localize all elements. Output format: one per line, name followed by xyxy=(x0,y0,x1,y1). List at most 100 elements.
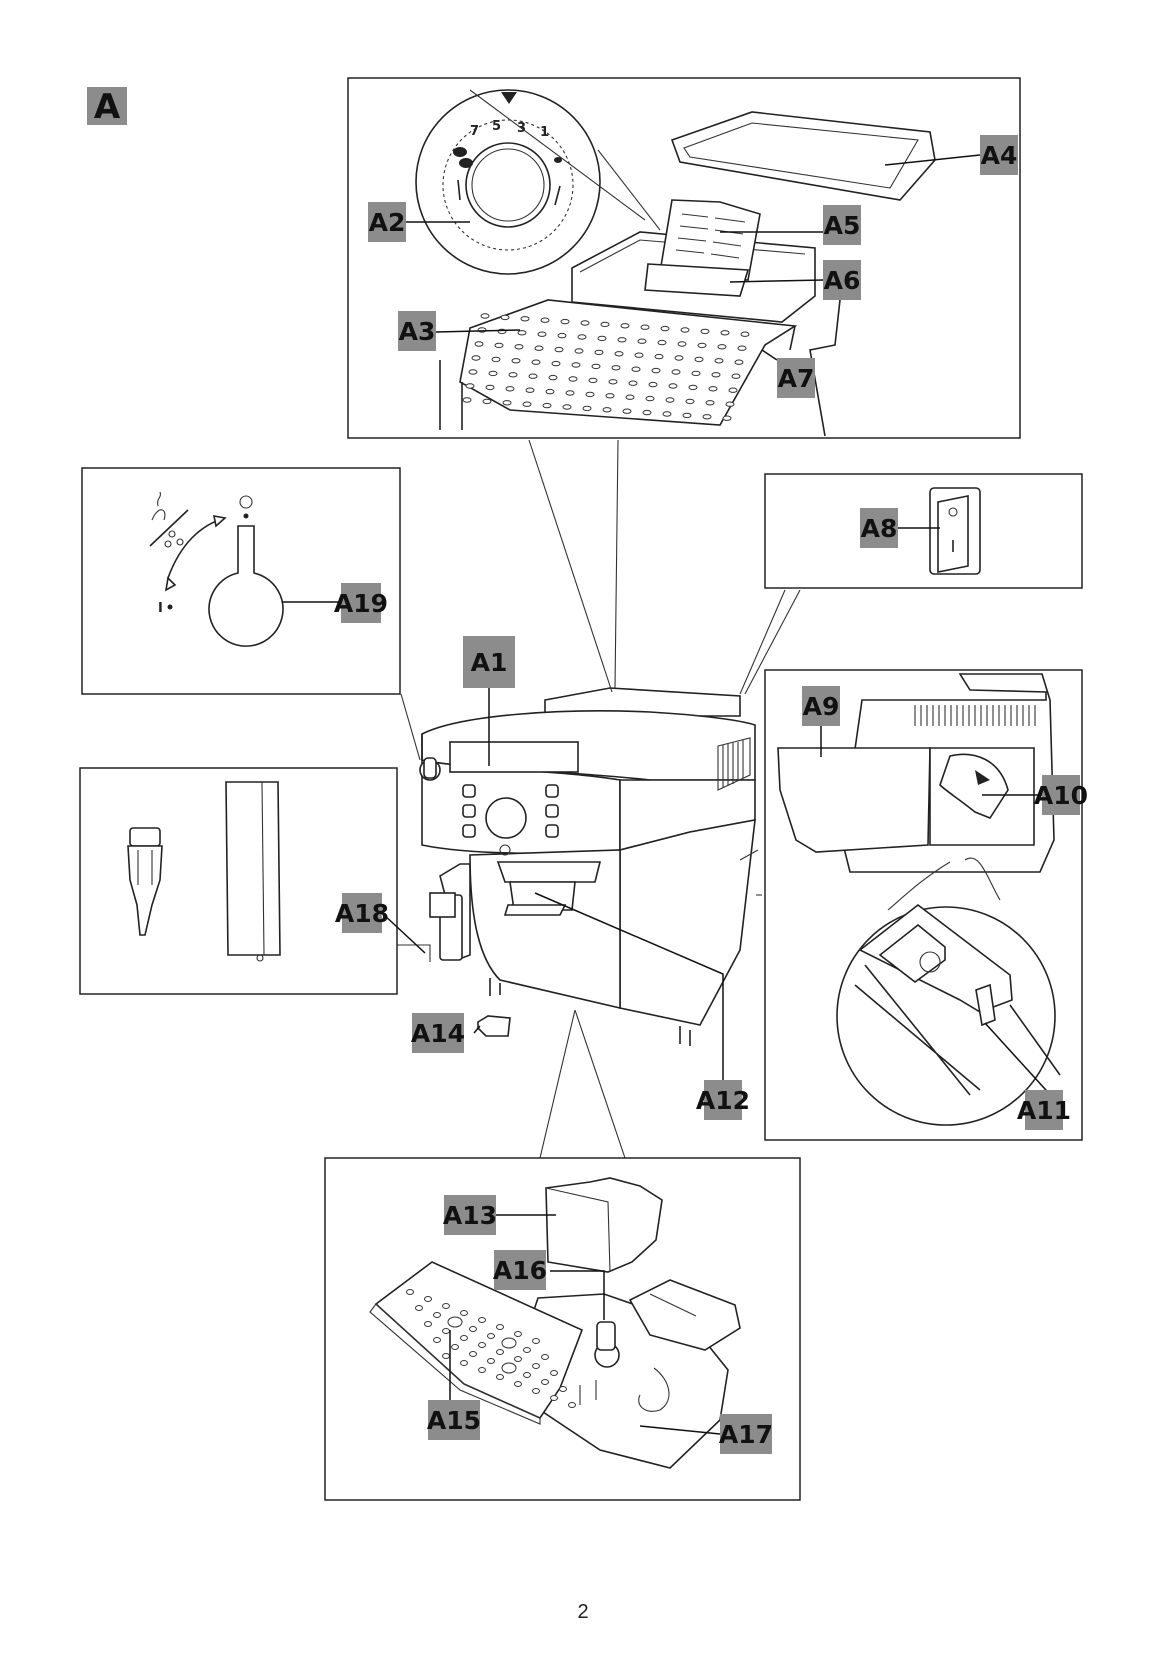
tray-hole xyxy=(674,355,684,361)
grid-hole xyxy=(514,1381,522,1387)
tray-hole xyxy=(485,384,495,391)
tray-hole xyxy=(551,360,561,367)
tray-hole xyxy=(702,414,712,420)
tray-hole xyxy=(462,397,472,403)
tray-hole xyxy=(680,327,690,333)
tray-hole xyxy=(517,330,527,336)
tray-hole xyxy=(502,400,512,406)
tray-hole xyxy=(602,407,612,413)
grid-hole xyxy=(523,1347,531,1353)
tray-hole xyxy=(677,341,687,347)
grid-hole xyxy=(415,1305,423,1311)
tray-hole xyxy=(500,314,510,321)
grid-hole xyxy=(541,1379,549,1385)
grid-hole xyxy=(496,1374,504,1380)
cup-warmer-lid-illustration xyxy=(670,111,936,201)
tray-hole xyxy=(597,335,607,342)
tray-hole xyxy=(614,351,624,357)
grid-hole xyxy=(478,1342,486,1348)
tray-hole xyxy=(542,402,552,409)
on-symbol: I xyxy=(158,601,163,616)
tray-hole xyxy=(737,345,747,351)
tray-hole xyxy=(734,359,744,365)
tray-hole xyxy=(582,405,592,412)
grid-hole xyxy=(469,1351,477,1357)
label-a6: A6 xyxy=(823,260,861,300)
tray-hole xyxy=(580,320,590,326)
label-a5: A5 xyxy=(823,205,861,245)
tray-hole xyxy=(662,411,672,417)
tray-hole xyxy=(685,398,695,405)
steam-wand-parts-panel xyxy=(79,767,398,995)
label-a16: A16 xyxy=(493,1250,547,1290)
tray-hole xyxy=(697,342,707,349)
svg-text:A10: A10 xyxy=(1034,781,1088,810)
tray-hole xyxy=(591,363,601,370)
dial-number: 7 xyxy=(470,124,479,139)
grind-dial-illustration: 7 5 3 1 xyxy=(415,89,661,275)
svg-text:A11: A11 xyxy=(1017,1096,1071,1125)
grid-hole xyxy=(442,1353,450,1359)
label-a3: A3 xyxy=(398,311,436,351)
grid-hole xyxy=(501,1362,517,1374)
tray-hole xyxy=(574,348,584,354)
label-a10: A10 xyxy=(1034,775,1088,815)
page-number: 2 xyxy=(577,1601,588,1623)
grid-hole xyxy=(478,1317,486,1323)
grid-hole xyxy=(550,1370,558,1376)
steam-symbol-icon xyxy=(149,491,189,548)
tray-hole xyxy=(694,356,704,363)
label-a8: A8 xyxy=(860,508,898,548)
tray-hole xyxy=(600,321,610,328)
tray-hole xyxy=(645,395,655,402)
tray-hole xyxy=(640,324,650,330)
svg-text:A3: A3 xyxy=(399,317,436,346)
tray-hole xyxy=(608,379,618,385)
tray-hole xyxy=(631,366,641,372)
tray-hole xyxy=(660,325,670,332)
label-a13: A13 xyxy=(443,1195,497,1235)
svg-text:A19: A19 xyxy=(334,589,388,618)
grid-hole xyxy=(532,1363,540,1369)
label-a11: A11 xyxy=(1017,1090,1071,1130)
arrow-icon xyxy=(457,179,461,201)
tray-hole xyxy=(491,356,501,363)
tray-hole xyxy=(557,332,567,339)
tray-hole xyxy=(682,412,692,419)
tray-hole xyxy=(691,370,701,377)
frother-sleeve-illustration xyxy=(225,781,281,962)
small-drawer-illustration xyxy=(477,1015,511,1037)
tray-hole xyxy=(648,381,658,388)
tray-hole xyxy=(505,386,515,392)
panel-connectors xyxy=(397,439,801,1159)
grid-hole xyxy=(433,1337,441,1343)
tray-hole xyxy=(628,380,638,386)
tray-hole xyxy=(622,408,632,414)
tray-hole xyxy=(657,339,667,346)
tray-hole xyxy=(588,377,598,384)
tray-hole xyxy=(642,409,652,416)
svg-text:A13: A13 xyxy=(443,1201,497,1230)
tray-hole xyxy=(654,353,664,360)
steam-knob-panel: I xyxy=(81,467,401,695)
tray-hole xyxy=(468,369,478,375)
tray-hole xyxy=(528,373,538,379)
grid-hole xyxy=(433,1312,441,1318)
tray-hole xyxy=(725,401,735,407)
tray-hole xyxy=(620,323,630,329)
tray-hole xyxy=(740,331,750,337)
hopper-lid-illustration xyxy=(659,199,761,281)
label-a15: A15 xyxy=(427,1400,481,1440)
grid-hole xyxy=(469,1326,477,1332)
label-a14: A14 xyxy=(411,1013,465,1053)
tray-hole xyxy=(565,390,575,396)
tray-hole xyxy=(474,341,484,347)
tray-hole xyxy=(651,367,661,374)
grid-hole xyxy=(568,1402,576,1408)
svg-text:A7: A7 xyxy=(778,364,815,393)
tray-hole xyxy=(634,352,644,358)
cup-grid-illustration xyxy=(369,1261,584,1425)
arrow-icon xyxy=(554,185,561,206)
grid-hole xyxy=(496,1349,504,1355)
